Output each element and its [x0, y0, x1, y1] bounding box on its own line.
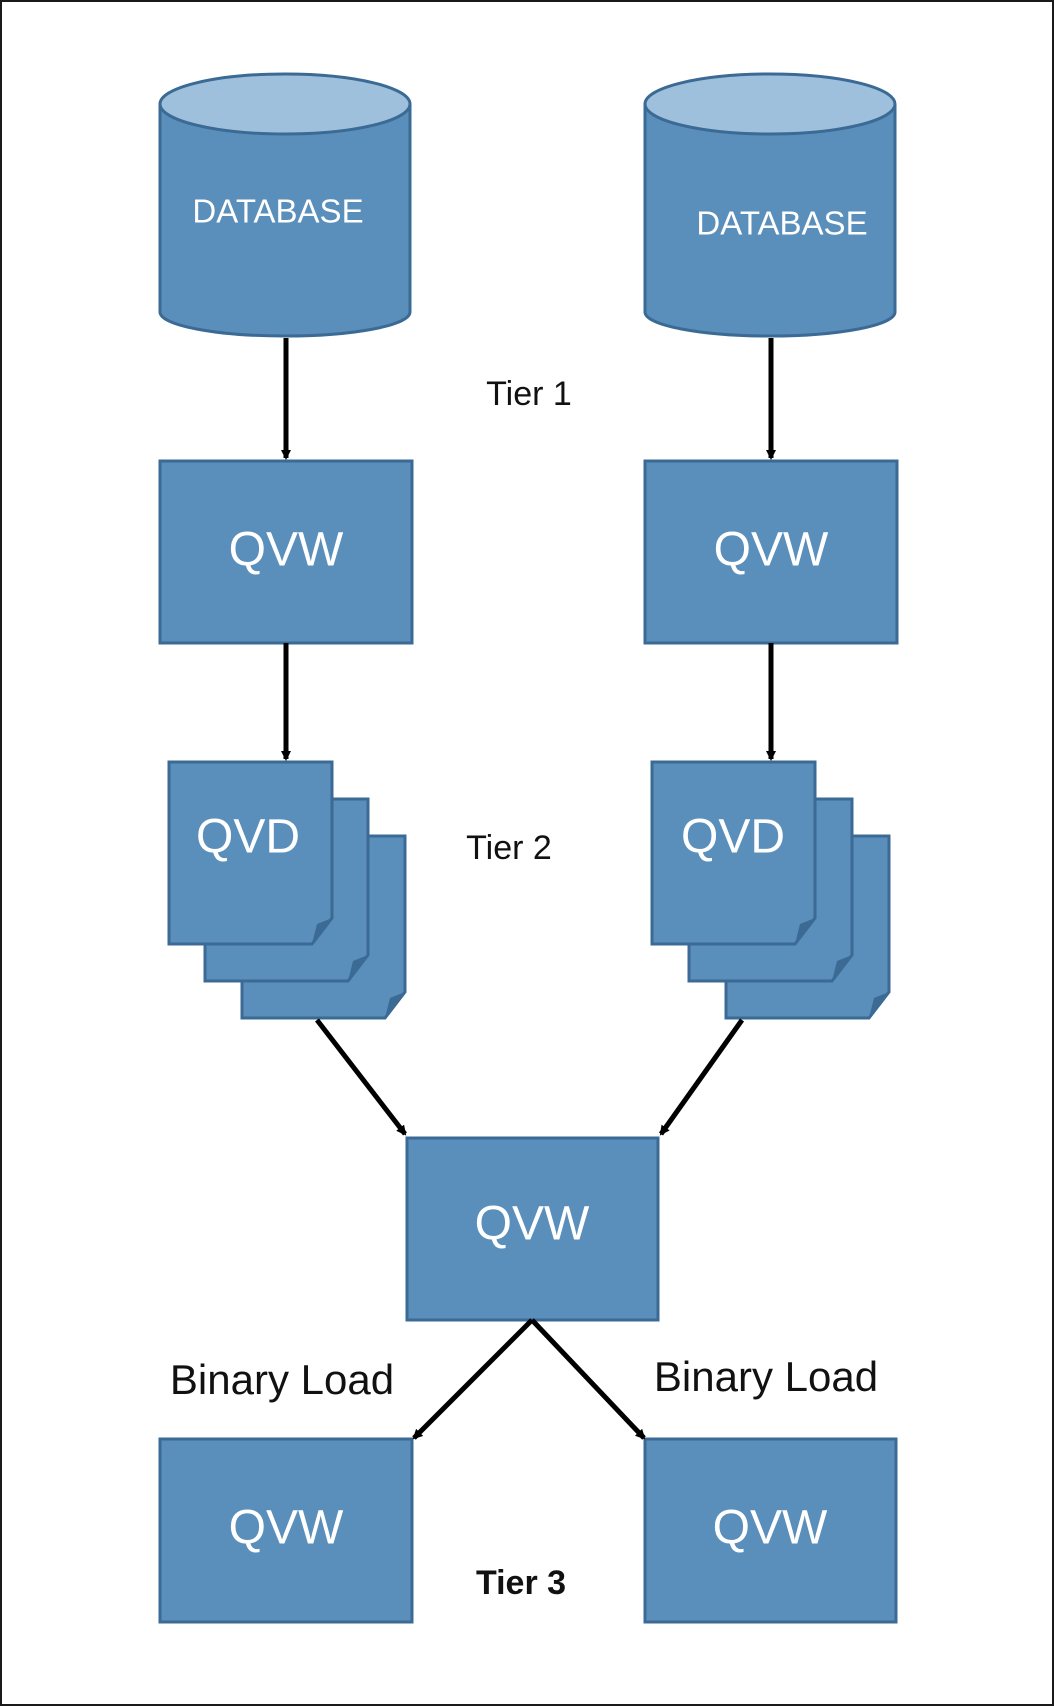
- qvw-tier1-right-label: QVW: [714, 524, 829, 577]
- tier2-label: Tier 2: [466, 829, 552, 867]
- qvw-tier1-left-label: QVW: [229, 524, 344, 577]
- database-right-label: DATABASE: [696, 205, 867, 242]
- qvd-stack-left: QVD: [167, 760, 407, 1020]
- database-right: DATABASE: [643, 72, 897, 338]
- qvw-tier1-right: QVW: [643, 459, 899, 645]
- tier1-label: Tier 1: [486, 375, 572, 413]
- arrow-center-to-tier3-left: [412, 1318, 534, 1440]
- database-left: DATABASE: [158, 72, 412, 338]
- arrow-center-to-tier3-right: [530, 1318, 646, 1440]
- qvw-center-label: QVW: [475, 1198, 590, 1251]
- stacked-documents-icon: [650, 760, 891, 1020]
- qvw-tier1-left: QVW: [158, 459, 414, 645]
- qvw-center: QVW: [405, 1136, 660, 1322]
- qvd-left-label: QVD: [196, 811, 300, 864]
- binary-load-left-label: Binary Load: [170, 1356, 394, 1403]
- qvw-tier3-left-label: QVW: [229, 1502, 344, 1555]
- tier3-label: Tier 3: [476, 1564, 566, 1602]
- qvd-right-label: QVD: [681, 811, 785, 864]
- cylinder-icon: [158, 104, 412, 338]
- qvw-tier3-left: QVW: [158, 1437, 414, 1624]
- qvd-stack-right: QVD: [650, 760, 891, 1020]
- binary-load-right-label: Binary Load: [654, 1353, 878, 1400]
- qvw-tier3-right-label: QVW: [713, 1502, 828, 1555]
- arrow-qvd-left-to-center: [315, 1018, 407, 1136]
- arrow-qvd-right-to-center: [658, 1018, 745, 1136]
- stacked-documents-icon: [167, 760, 407, 1020]
- database-left-label: DATABASE: [192, 193, 363, 230]
- qvw-tier3-right: QVW: [643, 1437, 898, 1624]
- cylinder-icon: [643, 104, 897, 338]
